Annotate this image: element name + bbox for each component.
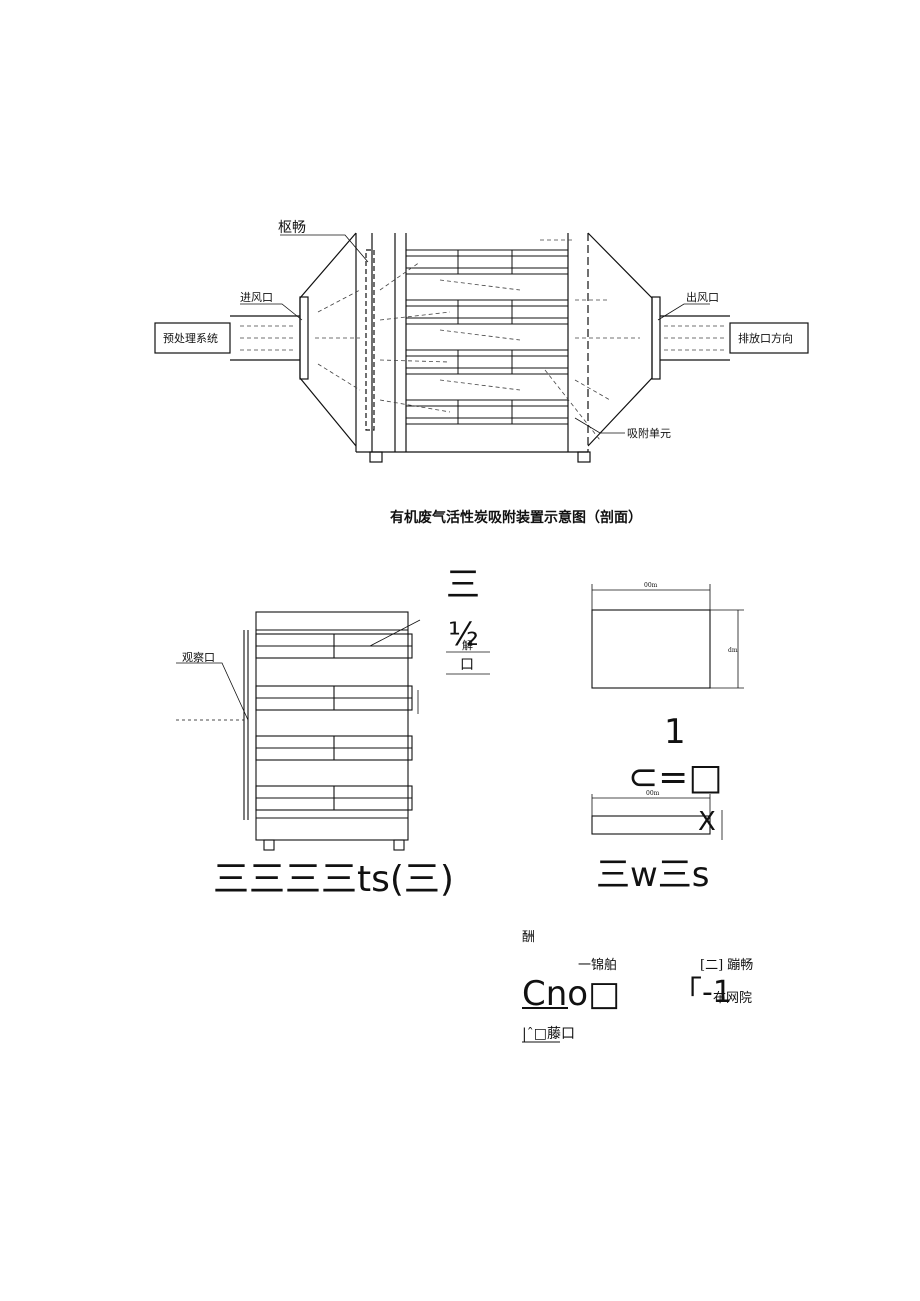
tray-4: [405, 399, 569, 425]
label-exhaust: 排放口方向: [738, 331, 793, 345]
glyph-box: 口: [460, 657, 474, 673]
legend-item3: 布网院: [713, 991, 752, 1006]
glyph-top: 三: [446, 565, 480, 605]
label-port: 观察口: [182, 650, 215, 664]
side-view: [591, 584, 744, 840]
legend: 酬 一锦舶 [二] 蹦畅 Cno□ 「-1 布网院 |ˆ□藤口: [522, 930, 753, 1043]
legend-heading: 酬: [522, 930, 535, 945]
caption-side: 三w三s: [596, 855, 710, 895]
front-view: [176, 611, 490, 851]
label-outlet: 出风口: [686, 290, 719, 304]
legend-bracket-code: 「-1: [672, 975, 732, 1010]
section-view: [154, 232, 809, 463]
front-tray-1: [255, 633, 413, 659]
dim-top: 00m: [644, 582, 658, 589]
pretreat-box: [154, 322, 231, 354]
tray-3: [405, 349, 569, 375]
glyph-cross: X: [698, 807, 716, 837]
front-tray-3: [255, 735, 413, 761]
legend-item1: 一锦舶: [578, 957, 617, 973]
glyph-one: 1: [664, 712, 686, 752]
panel-edge-view: [591, 815, 711, 835]
caption-front: 三三三三ts(三): [213, 859, 454, 900]
dim-bottom: 00m: [646, 790, 660, 797]
label-top: 枢畅: [278, 220, 306, 236]
airflow-arrows: [240, 239, 725, 441]
support-foot-right: [577, 451, 591, 463]
glyph-half: ½: [448, 615, 479, 653]
tray-1: [405, 249, 569, 275]
panel-top-view: [591, 609, 711, 689]
caption-top: 有机废气活性炭吸附装置示意图（剖面）: [390, 509, 642, 526]
exhaust-box: [729, 322, 809, 354]
front-tray-4: [255, 785, 413, 811]
label-pretreat: 预处理系统: [163, 332, 218, 345]
legend-item4: |ˆ□藤口: [522, 1026, 575, 1042]
tray-2: [405, 299, 569, 325]
support-foot-left: [369, 451, 383, 463]
front-frame: [255, 611, 409, 841]
label-inlet: 进风口: [240, 291, 273, 304]
glyph-small: 解: [462, 638, 473, 652]
legend-item2: [二] 蹦畅: [700, 958, 753, 973]
label-unit: 吸附单元: [627, 426, 671, 440]
dim-side: dm: [728, 647, 738, 654]
outlet-hood: [587, 232, 653, 447]
grid-plate: [365, 249, 375, 431]
adsorption-trays: [405, 249, 569, 425]
leader-lines: [240, 234, 710, 434]
inlet-flange: [299, 296, 309, 380]
glyph-formula: ⊂=□: [628, 757, 722, 798]
outlet-flange: [651, 296, 661, 380]
front-tray-2: [255, 685, 413, 711]
